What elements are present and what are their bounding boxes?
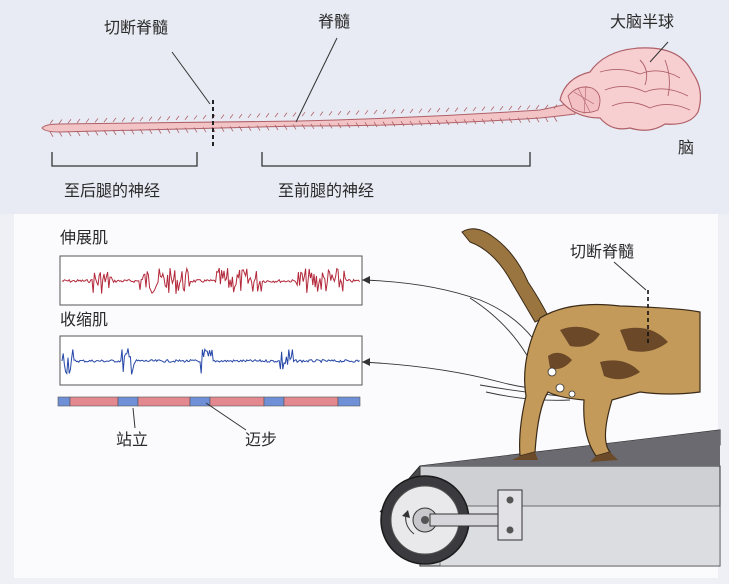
bracket-hindlimb	[51, 152, 198, 167]
spinal-cord	[41, 101, 576, 137]
gait-segment-stance	[209, 396, 265, 407]
label-brain: 脑	[678, 138, 695, 157]
label-spinal-cord: 脊髓	[318, 12, 351, 31]
treadmill	[379, 429, 721, 567]
label-cut-spinal-cord-cat: 切断脊髓	[570, 242, 635, 261]
leader-cut	[171, 51, 211, 105]
label-to-forelimb-nerves: 至前腿的神经	[278, 181, 375, 200]
leader-stance	[132, 407, 136, 429]
label-to-hindlimb-nerves: 至后腿的神经	[64, 181, 161, 200]
gait-segment-stance	[137, 396, 191, 407]
cat-illustration	[461, 228, 701, 462]
gait-segment-swing	[117, 396, 139, 407]
gait-segment-swing	[263, 396, 285, 407]
gait-segment-swing	[189, 396, 211, 407]
leader-cerebral	[649, 41, 669, 63]
label-extensor: 伸展肌	[60, 228, 109, 247]
flexor-emg-box	[59, 335, 363, 386]
arrow-extensor	[362, 276, 370, 284]
flexor-emg-trace	[61, 348, 360, 375]
leader-spinal-cord	[295, 37, 338, 123]
extensor-emg-trace	[61, 266, 360, 295]
label-swing: 迈步	[245, 430, 278, 449]
gait-segment-stance	[69, 396, 119, 407]
gait-segment-swing	[337, 396, 361, 407]
gait-segment-swing	[57, 396, 71, 407]
label-cut-spinal-cord-top: 切断脊髓	[104, 18, 169, 37]
label-stance: 站立	[116, 430, 149, 449]
extensor-emg-box	[59, 255, 363, 306]
gait-phase-bar	[57, 396, 361, 407]
bracket-forelimb	[261, 152, 531, 167]
brain-icon	[559, 47, 702, 131]
label-cerebral-hemisphere: 大脑半球	[610, 12, 675, 31]
arrow-flexor	[362, 358, 370, 366]
gait-segment-stance	[283, 396, 339, 407]
leader-swing	[205, 402, 247, 431]
label-flexor: 收缩肌	[60, 310, 109, 329]
